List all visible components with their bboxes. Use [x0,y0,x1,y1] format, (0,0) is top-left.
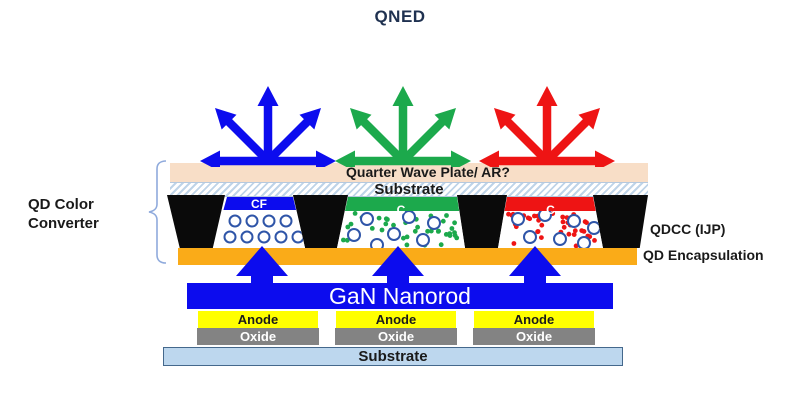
qdcc-bank [457,195,507,248]
color-filter-cap [498,197,603,211]
green-qd-well: C [337,197,465,248]
oxide-block: Oxide [197,328,319,345]
color-filter-label: C [546,203,555,217]
anode-block: Anode [474,311,594,328]
oxide-block: Oxide [473,328,595,345]
qdcc-bank [593,195,648,248]
qd-encapsulation-label: QD Encapsulation [643,247,764,263]
color-filter-label: CF [251,197,267,211]
color-filter-cap [337,197,465,211]
qd-particles [506,208,601,248]
qd-color-converter-label: QD Color Converter [28,196,99,232]
pump-arrow-icon [509,246,561,283]
qd-particles [341,210,460,248]
qd-color-converter-brace [148,160,167,264]
green-emission-fan-icon [335,86,471,167]
gan-nanorod-label: GaN Nanorod [329,283,471,309]
color-filter-cap [213,197,305,210]
anode-block: Anode [336,311,456,328]
blue-cf-well: CF [213,197,305,248]
anode-block: Anode [198,311,318,328]
pump-arrow-icon [236,246,288,283]
red-qd-well: C [498,197,603,248]
pump-arrow-icon [372,246,424,283]
red-emission-fan-icon [479,86,615,167]
top-substrate-label: Substrate [374,181,444,198]
quarter-wave-plate-layer [170,163,648,182]
blue-emission-fan-icon [200,86,336,167]
color-filter-label: C [396,203,406,217]
top-substrate-layer [170,182,648,197]
qdcc-ijp-label: QDCC (IJP) [650,221,726,237]
bottom-substrate-bar: Substrate [163,347,623,366]
bottom-substrate-label: Substrate [358,348,428,365]
quarter-wave-plate-label: Quarter Wave Plate/ AR? [346,164,510,180]
page-title: QNED [374,7,426,26]
oxide-block: Oxide [335,328,457,345]
gan-nanorod-bar: GaN Nanorod [187,283,613,309]
